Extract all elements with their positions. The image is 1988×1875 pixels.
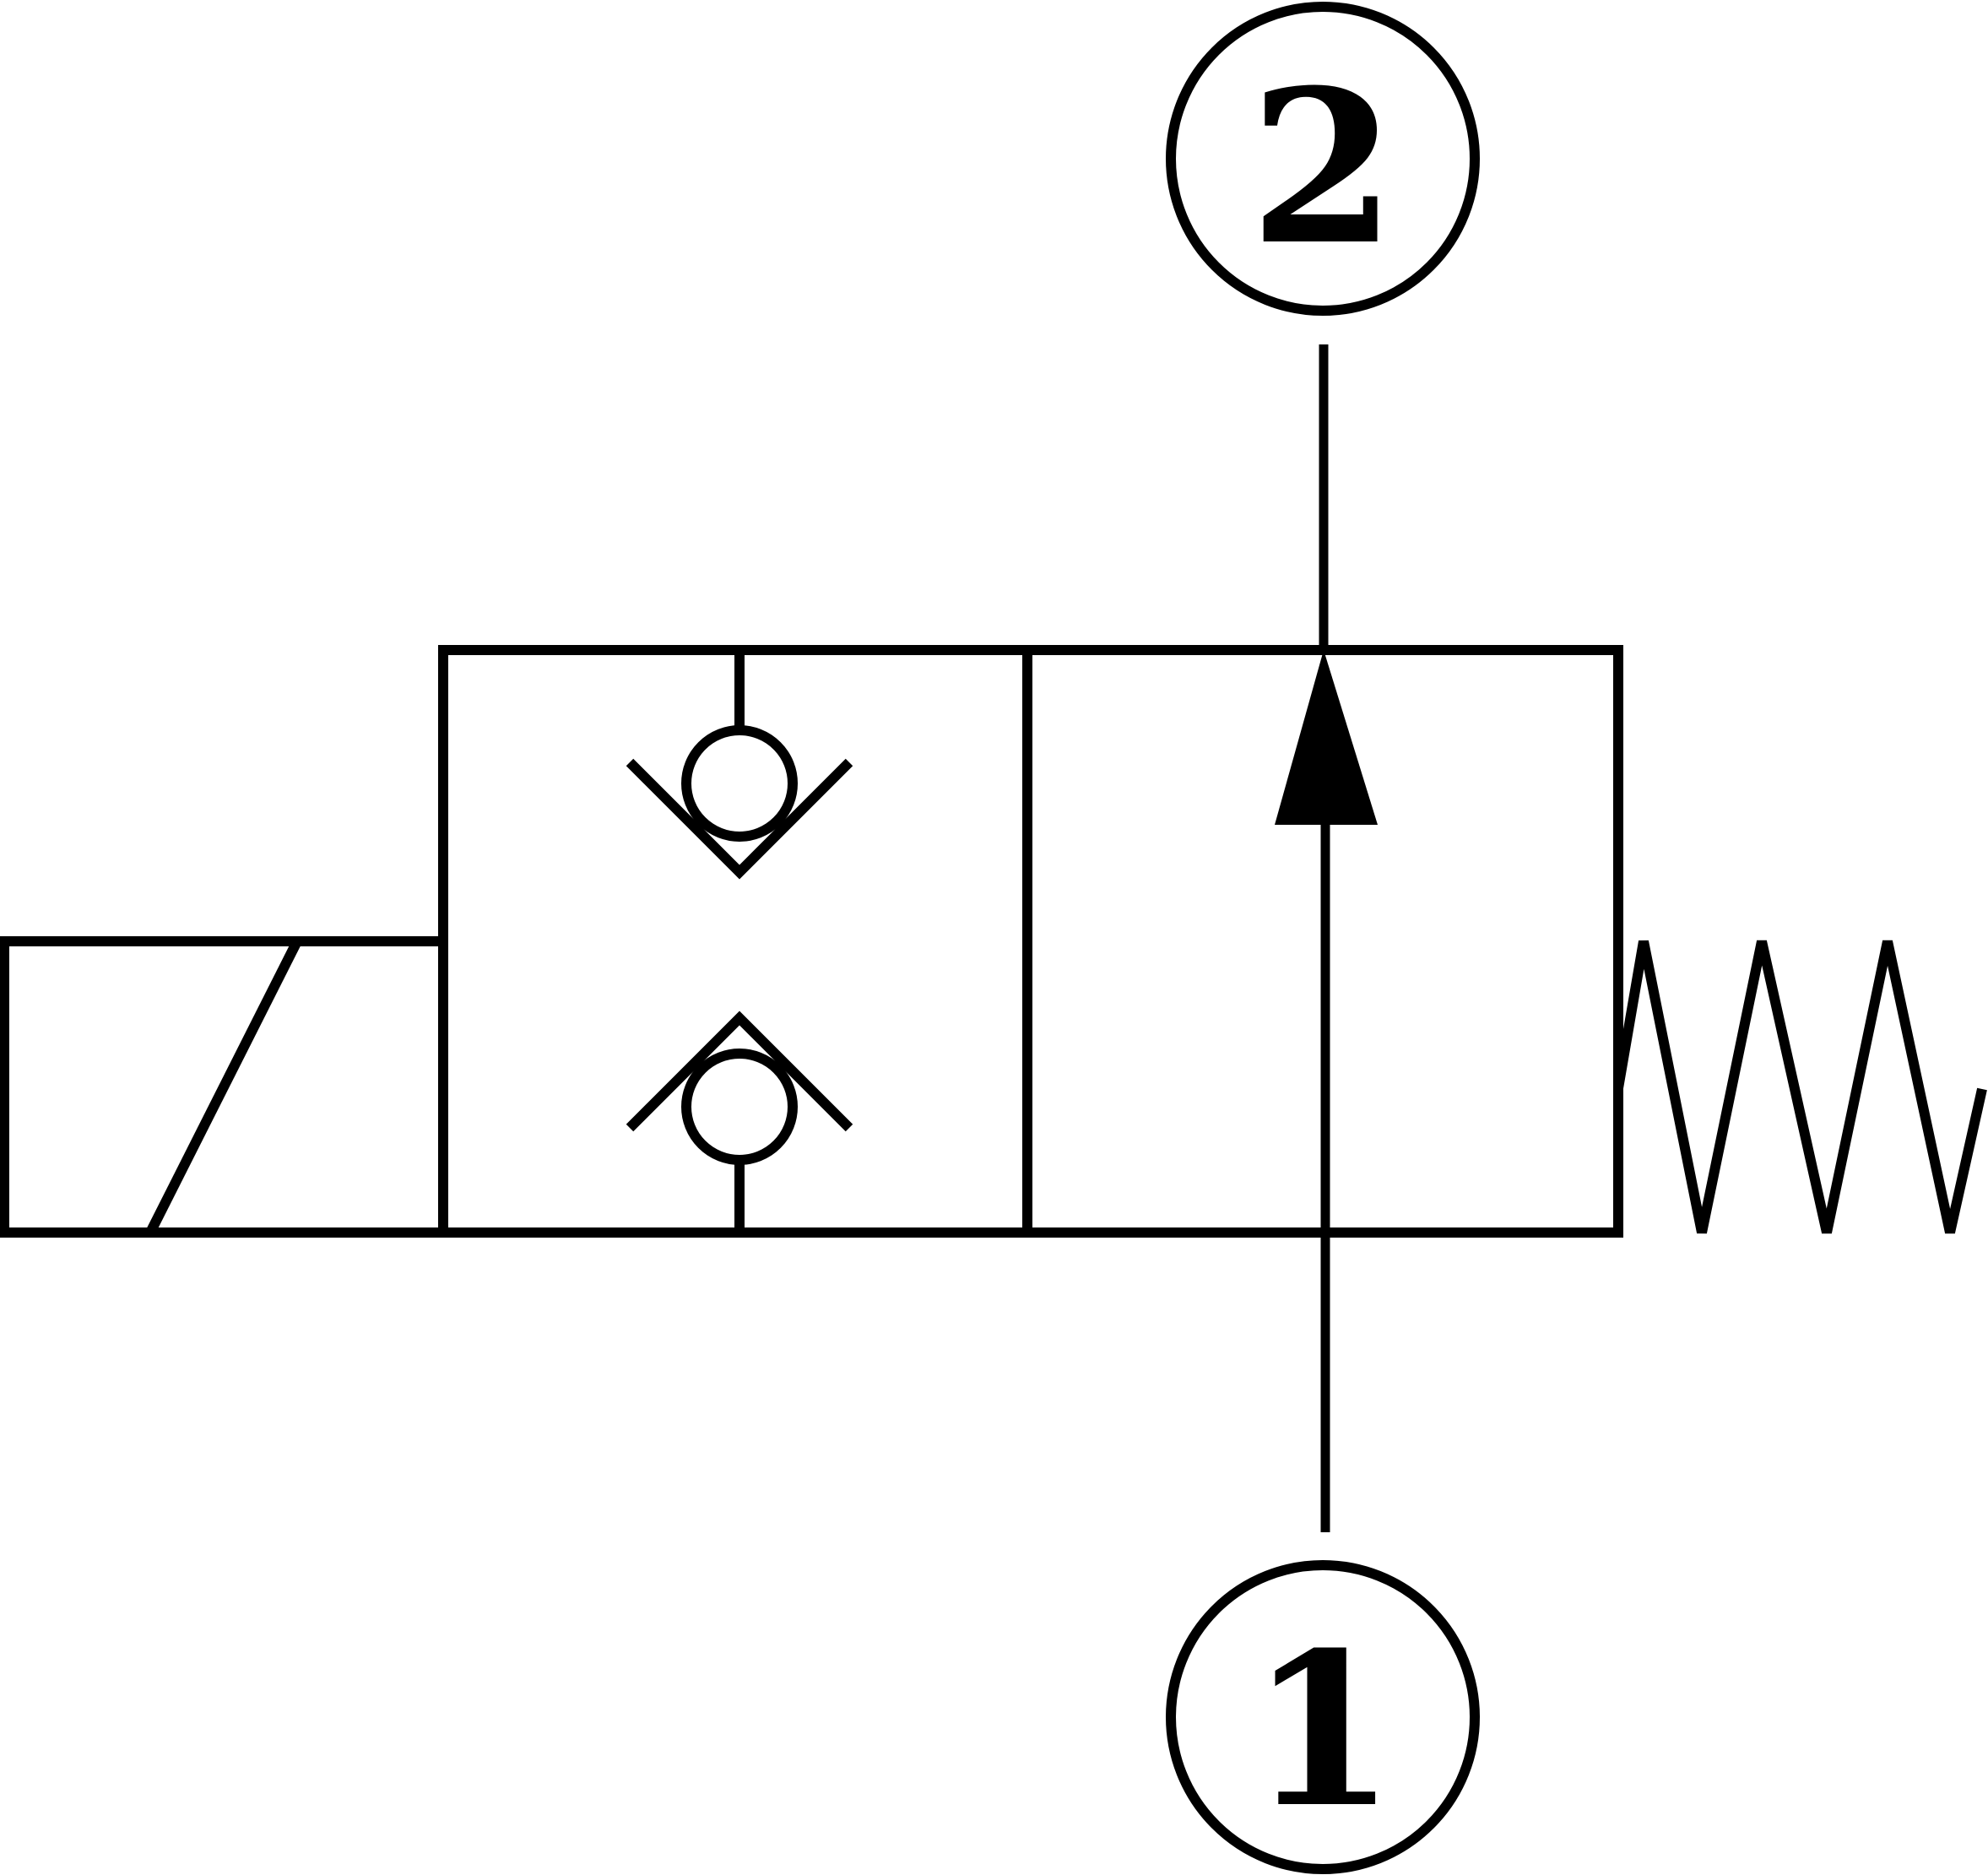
- valve-envelope-left: [438, 645, 1032, 1238]
- spring-return-icon: [1613, 940, 1987, 1234]
- port-2-circle: [1166, 2, 1480, 316]
- port-1-label: 1: [1249, 1606, 1396, 1854]
- solenoid-actuator-icon: [0, 936, 443, 1238]
- port-2: 2: [1166, 2, 1480, 316]
- port-2-label: 2: [1249, 43, 1396, 291]
- flow-arrow-icon: [1275, 650, 1378, 1532]
- port-1: 1: [1166, 1560, 1480, 1874]
- check-valve-icon: [626, 1011, 853, 1233]
- check-valve-icon: [626, 650, 853, 880]
- port-1-circle: [1166, 1560, 1480, 1874]
